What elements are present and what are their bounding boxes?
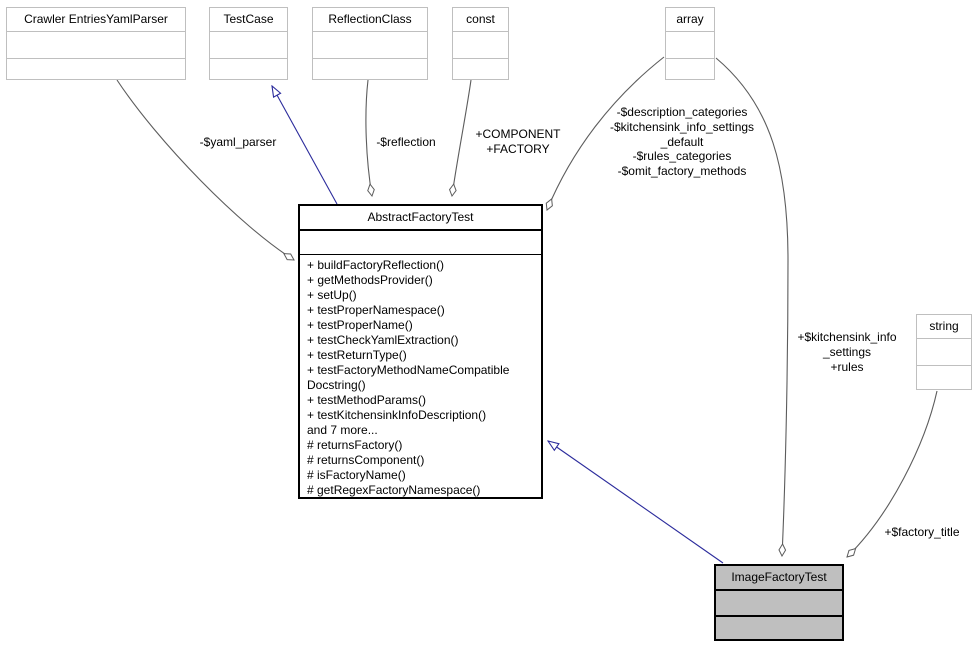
method-item: + setUp() (307, 288, 357, 302)
attributes-compartment (666, 31, 714, 58)
class-node-array: array (665, 7, 715, 80)
methods-compartment (716, 615, 842, 639)
method-item: # getRegexFactoryNamespace() (307, 483, 481, 497)
edge-label-kitchensink-info-settings: +$kitchensink_info _settings +rules (797, 330, 897, 374)
method-item: # isFactoryName() (307, 468, 406, 482)
method-item: + testMethodParams() (307, 393, 427, 407)
attributes-compartment (300, 229, 541, 254)
edge-inheritance-imagefactorytest-abstractfactorytest (548, 441, 724, 564)
class-title: array (676, 12, 704, 26)
edge-label-yaml-parser: -$yaml_parser (199, 135, 277, 149)
method-item: + testProperNamespace() (307, 303, 445, 317)
methods-compartment (453, 58, 508, 79)
methods-compartment (7, 58, 185, 79)
attributes-compartment (453, 31, 508, 58)
methods-compartment (917, 365, 971, 389)
methods-more-indicator: and 7 more... (307, 423, 378, 437)
method-item: # returnsFactory() (307, 438, 403, 452)
class-node-string: string (916, 314, 972, 390)
class-title: AbstractFactoryTest (367, 210, 474, 224)
edge-reflection-aggregation (365, 79, 372, 196)
class-node-abstractfactorytest[interactable]: AbstractFactoryTest + buildFactoryReflec… (298, 204, 543, 499)
class-title: const (466, 12, 495, 26)
edge-label-factory-title: +$factory_title (884, 525, 960, 539)
edge-label-array-members: -$description_categories -$kitchensink_i… (609, 105, 755, 179)
class-node-crawler-entriesyamlparser[interactable]: Crawler EntriesYamlParser (6, 7, 186, 80)
method-item: + testFactoryMethodNameCompatible (307, 363, 510, 377)
method-item: + testReturnType() (307, 348, 407, 362)
edge-label-component-factory: +COMPONENT +FACTORY (475, 127, 561, 156)
methods-compartment: + buildFactoryReflection() + getMethodsP… (300, 254, 541, 497)
class-title: ReflectionClass (328, 12, 412, 26)
methods-compartment (666, 58, 714, 79)
edge-inheritance-abstractfactorytest-testcase (272, 86, 338, 205)
attributes-compartment (716, 589, 842, 615)
class-node-testcase[interactable]: TestCase (209, 7, 288, 80)
edge-array-abstractfactorytest-aggregation (547, 56, 665, 210)
method-item: + testCheckYamlExtraction() (307, 333, 459, 347)
attributes-compartment (917, 338, 971, 365)
edge-string-imagefactorytest-aggregation (847, 390, 938, 557)
edge-yaml-parser-aggregation (116, 79, 294, 260)
edge-label-reflection: -$reflection (376, 135, 436, 149)
edge-component-factory-aggregation (452, 79, 472, 196)
class-node-const: const (452, 7, 509, 80)
method-item: + buildFactoryReflection() (307, 258, 445, 272)
class-title: string (929, 319, 959, 333)
method-item-wrap: Docstring() (307, 378, 366, 392)
method-item: + getMethodsProvider() (307, 273, 433, 287)
attributes-compartment (210, 31, 287, 58)
class-node-imagefactorytest[interactable]: ImageFactoryTest (714, 564, 844, 641)
method-item: + testProperName() (307, 318, 413, 332)
method-item: + testKitchensinkInfoDescription() (307, 408, 487, 422)
class-title: Crawler EntriesYamlParser (24, 12, 168, 26)
class-title: TestCase (223, 12, 274, 26)
method-item: # returnsComponent() (307, 453, 425, 467)
attributes-compartment (313, 31, 427, 58)
class-title: ImageFactoryTest (731, 570, 827, 584)
attributes-compartment (7, 31, 185, 58)
methods-compartment (210, 58, 287, 79)
methods-compartment (313, 58, 427, 79)
edge-array-imagefactorytest-aggregation (715, 57, 789, 556)
class-node-reflectionclass[interactable]: ReflectionClass (312, 7, 428, 80)
